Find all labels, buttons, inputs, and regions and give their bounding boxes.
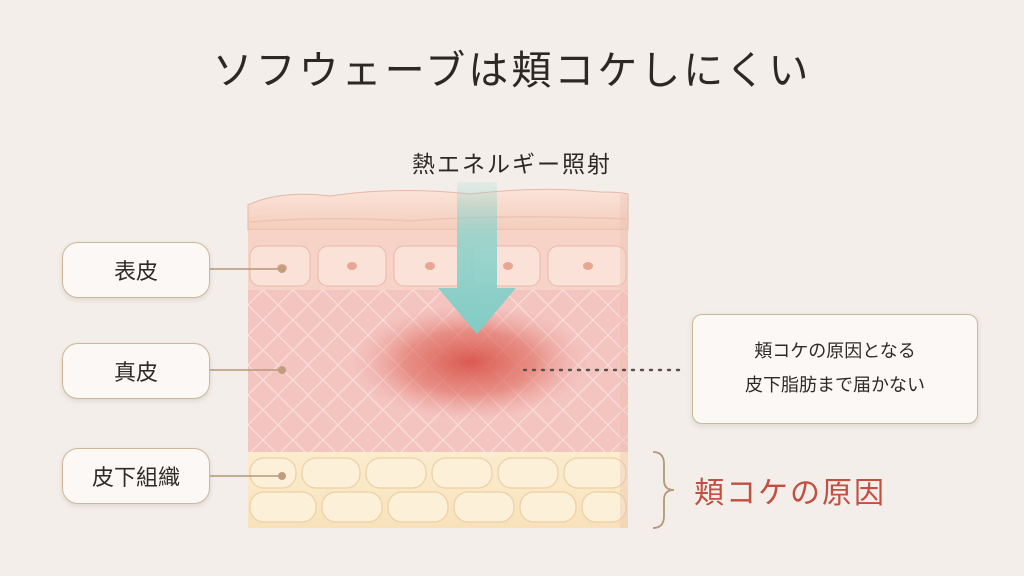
layer-connectors — [210, 268, 282, 477]
subcutaneous-brace — [652, 451, 675, 529]
cause-label: 頬コケの原因 — [694, 476, 886, 511]
note-line-1: 頬コケの原因となる — [754, 341, 916, 362]
connector-dot-subcutaneous — [278, 472, 286, 480]
heat-spot — [352, 304, 588, 420]
note-line-2: 皮下脂肪まで届かない — [745, 375, 925, 396]
heat-energy-arrow — [438, 182, 516, 334]
epidermis-cells — [249, 245, 627, 287]
layer-label-subcutaneous: 皮下組織 — [62, 448, 210, 504]
fat-cells — [249, 457, 627, 523]
connector-dot-epidermis — [278, 265, 286, 273]
layer-label-dermis: 真皮 — [62, 343, 210, 399]
heat-energy-label: 熱エネルギー照射 — [412, 152, 612, 178]
page-title: ソフウェーブは頬コケしにくい — [212, 48, 812, 94]
connector-dot-dermis — [278, 366, 286, 374]
layer-label-epidermis: 表皮 — [62, 242, 210, 298]
note-box: 頬コケの原因となる 皮下脂肪まで届かない — [692, 314, 978, 424]
